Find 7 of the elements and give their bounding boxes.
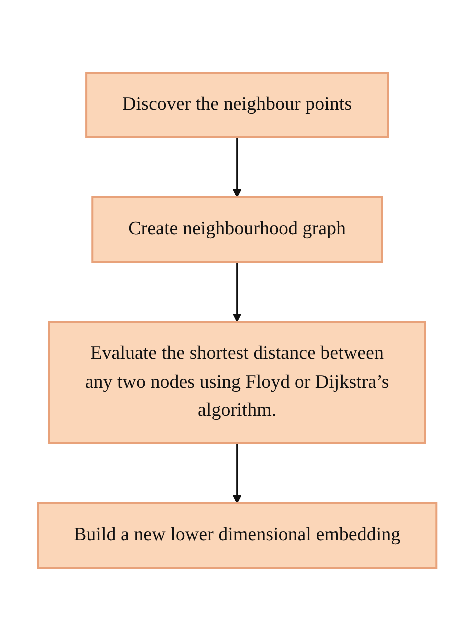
node-box: Discover the neighbour points	[85, 72, 389, 138]
node-box: Build a new lower dimensional embedding	[36, 502, 438, 569]
node-box: Create neighbourhood graph	[91, 196, 383, 263]
arrow	[232, 444, 242, 504]
arrow	[232, 138, 242, 198]
node-box: Evaluate the shortest distance between any two nodes using Floyd or Dijkstra’s algorithm.	[48, 321, 426, 444]
arrow	[232, 262, 242, 322]
